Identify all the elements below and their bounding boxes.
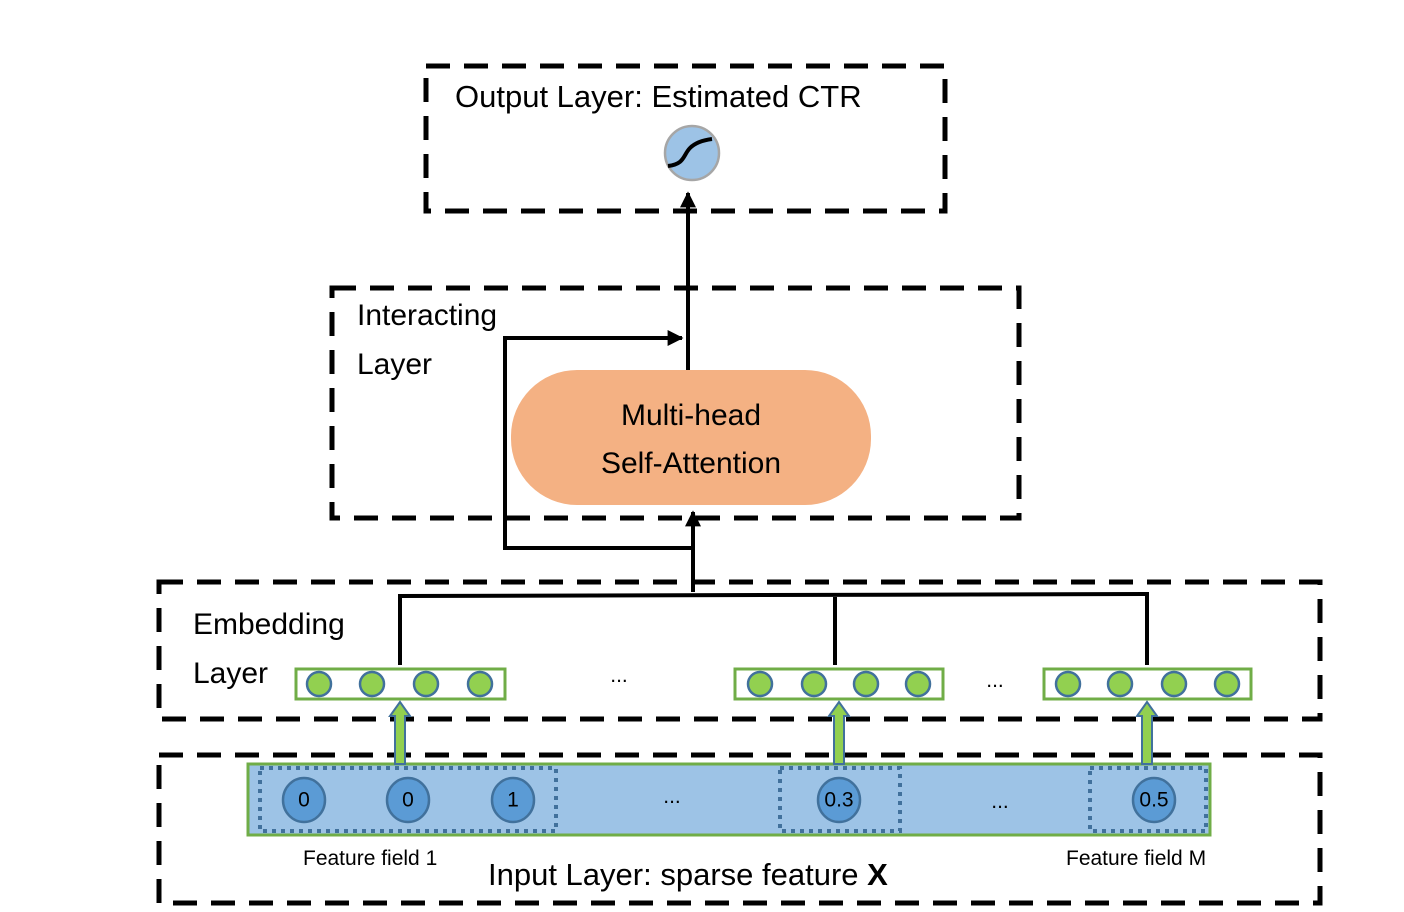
input-node-value: 0 bbox=[298, 789, 310, 812]
input-feature-node: 0.5 bbox=[1131, 776, 1177, 824]
feature-field-m-box bbox=[1088, 766, 1208, 833]
embedding-unit bbox=[1054, 670, 1082, 698]
input-layer-label-text: Input Layer: sparse feature bbox=[488, 857, 867, 892]
input-layer: 0 0 1 0.3 0.5 ... ... Feature field 1 Featur… bbox=[156, 752, 1323, 906]
self-attention-label-line1: Multi-head bbox=[621, 399, 761, 432]
embedding-unit bbox=[904, 670, 932, 698]
embedding-unit bbox=[746, 670, 774, 698]
input-ellipsis-2: ... bbox=[991, 790, 1009, 813]
input-node-value: 1 bbox=[507, 789, 519, 812]
input-feature-node: 0 bbox=[281, 776, 327, 824]
embedding-unit bbox=[412, 670, 440, 698]
embedding-lookup-arrow bbox=[827, 700, 851, 765]
interacting-layer-label-line1: Interacting bbox=[357, 299, 497, 332]
input-ellipsis-1: ... bbox=[663, 785, 681, 808]
input-node-value: 0.3 bbox=[824, 789, 853, 812]
feature-field-1-box bbox=[258, 766, 558, 833]
interacting-layer: Interacting Layer Multi-head Self-Attent… bbox=[329, 285, 1022, 521]
embedding-lookup-arrow bbox=[388, 700, 412, 765]
output-layer-box bbox=[423, 63, 948, 214]
embedding-unit bbox=[305, 670, 333, 698]
embedding-vector bbox=[294, 667, 507, 701]
embedding-ellipsis-2: ... bbox=[986, 669, 1004, 692]
embedding-lookup-arrow bbox=[1135, 700, 1159, 765]
embedding-unit bbox=[1106, 670, 1134, 698]
embedding-unit bbox=[466, 670, 494, 698]
embedding-vector bbox=[733, 667, 945, 701]
input-layer-box bbox=[156, 752, 1323, 906]
input-node-value: 0 bbox=[402, 789, 414, 812]
self-attention-label-line2: Self-Attention bbox=[601, 447, 781, 480]
embedding-unit bbox=[800, 670, 828, 698]
sigmoid-icon bbox=[663, 124, 721, 182]
embedding-layer-label-line2: Layer bbox=[193, 657, 268, 690]
input-node-circle bbox=[385, 776, 431, 824]
embedding-unit bbox=[1160, 670, 1188, 698]
output-layer-label: Output Layer: Estimated CTR bbox=[455, 79, 862, 114]
feature-field-mid-box bbox=[778, 766, 902, 833]
residual-connection-arrow bbox=[503, 330, 693, 550]
embedding-layer: Embedding Layer ... ... bbox=[156, 579, 1323, 722]
input-node-circle bbox=[281, 776, 327, 824]
feature-field-m-label: Feature field M bbox=[1066, 847, 1206, 870]
input-node-circle bbox=[490, 776, 536, 824]
input-feature-node: 0 bbox=[385, 776, 431, 824]
embedding-unit bbox=[358, 670, 386, 698]
input-layer-label-x: X bbox=[867, 857, 888, 892]
embedding-vector bbox=[1042, 667, 1253, 701]
input-layer-label: Input Layer: sparse feature X bbox=[488, 857, 888, 892]
embedding-unit bbox=[852, 670, 880, 698]
embedding-ellipsis-1: ... bbox=[610, 664, 628, 687]
embedding-layer-label-line1: Embedding bbox=[193, 608, 345, 641]
input-node-circle bbox=[816, 776, 862, 824]
interacting-layer-box bbox=[329, 285, 1022, 521]
input-node-circle bbox=[1131, 776, 1177, 824]
feature-field-1-label: Feature field 1 bbox=[303, 847, 437, 870]
input-feature-node: 0.3 bbox=[816, 776, 862, 824]
self-attention-block bbox=[511, 370, 871, 505]
embedding-concat-bus bbox=[398, 591, 1149, 665]
embedding-layer-box bbox=[156, 579, 1323, 722]
interacting-layer-label-line2: Layer bbox=[357, 348, 432, 381]
input-node-value: 0.5 bbox=[1139, 789, 1168, 812]
input-feature-node: 1 bbox=[490, 776, 536, 824]
output-layer: Output Layer: Estimated CTR bbox=[423, 63, 948, 214]
embedding-unit bbox=[1213, 670, 1241, 698]
